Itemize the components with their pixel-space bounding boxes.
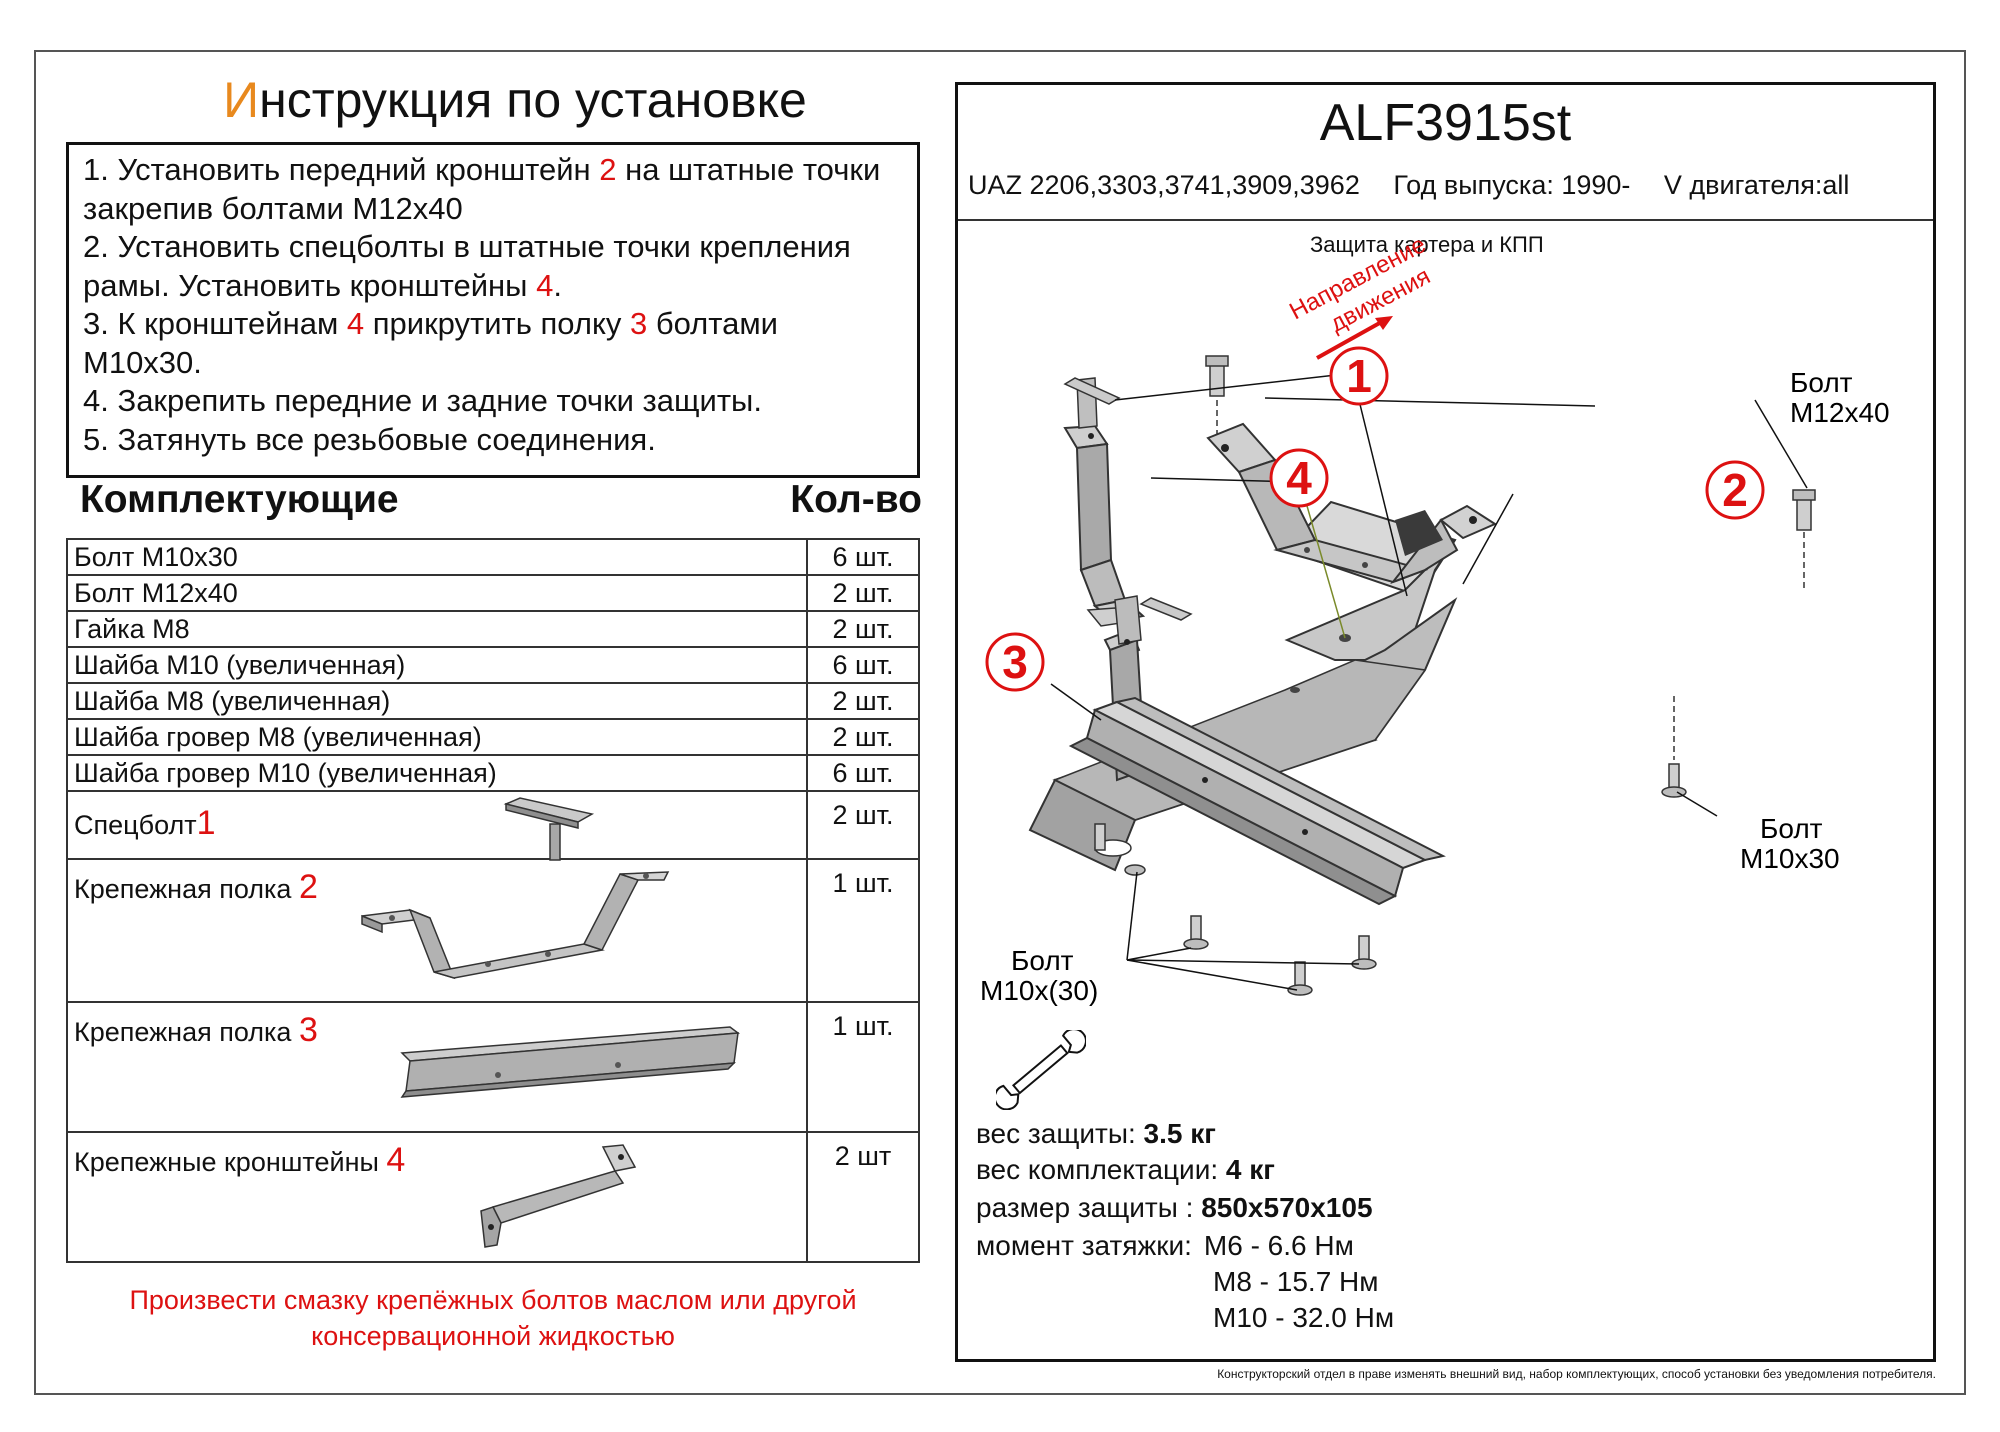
- leader-line-4b: [1302, 491, 1346, 639]
- bolt-m12-label-2: М12х40: [1790, 397, 1890, 428]
- spec-torque: момент затяжки:М6 - 6.6 Нм: [976, 1230, 1354, 1261]
- lubrication-note: Произвести смазку крепёжных болтов масло…: [129, 1285, 857, 1351]
- product-info-line: UAZ 2206,3303,3741,3909,3962 Год выпуска…: [968, 165, 1875, 205]
- direction-arrow-icon: [1316, 318, 1386, 360]
- svg-text:1: 1: [1346, 350, 1372, 402]
- special-bolt-icon: [503, 797, 595, 861]
- bracket-4-left: [1063, 377, 1146, 624]
- table-row-shelf-3: Крепежная полка 3 1 шт.: [66, 1001, 920, 1133]
- svg-text:3: 3: [1002, 636, 1028, 688]
- bracket-4-icon: [480, 1144, 637, 1248]
- svg-text:2: 2: [1722, 464, 1748, 516]
- page-frame: [34, 50, 1966, 1395]
- callout-1: 1: [1329, 346, 1389, 406]
- callout-2: 2: [1705, 460, 1765, 520]
- wrench-icon: [996, 1030, 1086, 1110]
- kit-header: Комплектующие Кол-во: [80, 478, 922, 528]
- title-rest: нструкция по установке: [259, 72, 807, 128]
- qty-heading: Кол-во: [790, 478, 922, 521]
- production-year: Год выпуска: 1990-: [1393, 170, 1631, 200]
- step-2: 2. Установить спецболты в штатные точки …: [83, 229, 851, 303]
- leader-lines: [1050, 373, 1808, 991]
- bolt-m10-label-1: Болт: [1760, 813, 1823, 844]
- product-panel: ALF3915st UAZ 2206,3303,3741,3909,3962 Г…: [955, 82, 1936, 1362]
- table-row: Шайба гровер М8 (увеличенная)2 шт.: [66, 718, 920, 756]
- panel-divider: [958, 219, 1933, 221]
- engine-volume: V двигателя:all: [1663, 170, 1850, 200]
- product-code: ALF3915st: [1319, 94, 1572, 152]
- spec-weight: вес защиты: 3.5 кг: [976, 1118, 1216, 1149]
- diagram-caption: Защита картера и КПП: [1310, 232, 1544, 257]
- table-row-special-bolt: Спецболт1 2 шт.: [66, 790, 920, 861]
- callout-3: 3: [985, 632, 1045, 692]
- assembly-diagram: Направление движения: [980, 231, 1890, 1006]
- shelf-2-icon: [361, 871, 670, 980]
- bolt-m10-label-2: М10х30: [1740, 843, 1840, 874]
- disclaimer: Конструкторский отдел в праве изменять в…: [1217, 1367, 1936, 1381]
- front-bracket-2: [1206, 422, 1498, 585]
- bolt-m10-icons: [1094, 696, 1687, 996]
- table-row: Шайба гровер М10 (увеличенная)6 шт.: [66, 754, 920, 792]
- page-title: Инструкция по установке: [60, 70, 970, 130]
- callout-4: 4: [1269, 448, 1329, 508]
- spec-size: размер защиты : 850х570х105: [976, 1192, 1373, 1223]
- step-1: 1. Установить передний кронштейн 2 на шт…: [83, 152, 881, 226]
- bolt-m10b-label-2: М10х(30): [980, 975, 1098, 1006]
- title-initial: И: [223, 72, 260, 128]
- instruction-steps: 1. Установить передний кронштейн 2 на шт…: [66, 142, 920, 478]
- shelf-3-icon: [400, 1026, 741, 1098]
- table-row: Шайба М8 (увеличенная)2 шт.: [66, 682, 920, 720]
- step-3: 3. К кронштейнам 4 прикрутить полку 3 бо…: [83, 306, 778, 380]
- svg-text:4: 4: [1286, 452, 1312, 504]
- table-row-bracket-4: Крепежные кронштейны 4 2 шт: [66, 1131, 920, 1263]
- table-row: Шайба М10 (увеличенная)6 шт.: [66, 646, 920, 684]
- rear-shelf-3: [1068, 696, 1446, 906]
- direction-label: Направление движения: [1285, 231, 1435, 338]
- kit-heading: Комплектующие: [80, 478, 399, 521]
- special-bolt-1: [1063, 377, 1193, 621]
- step-4: 4. Закрепить передние и задние точки защ…: [83, 383, 762, 418]
- step-5: 5. Затянуть все резьбовые соединения.: [83, 421, 656, 457]
- table-row-shelf-2: Крепежная полка 2 1 шт.: [66, 858, 920, 1003]
- bolt-m12-icons: [1205, 355, 1816, 588]
- bolt-m10b-label-1: Болт: [1011, 945, 1074, 976]
- spec-torque-m10: М10 - 32.0 Нм: [1213, 1302, 1395, 1333]
- spec-torque-m8: М8 - 15.7 Нм: [1213, 1266, 1379, 1297]
- vehicle-models: UAZ 2206,3303,3741,3909,3962: [968, 170, 1360, 200]
- spec-kit-weight: вес комплектации: 4 кг: [976, 1154, 1275, 1185]
- bolt-m12-label-1: Болт: [1790, 367, 1853, 398]
